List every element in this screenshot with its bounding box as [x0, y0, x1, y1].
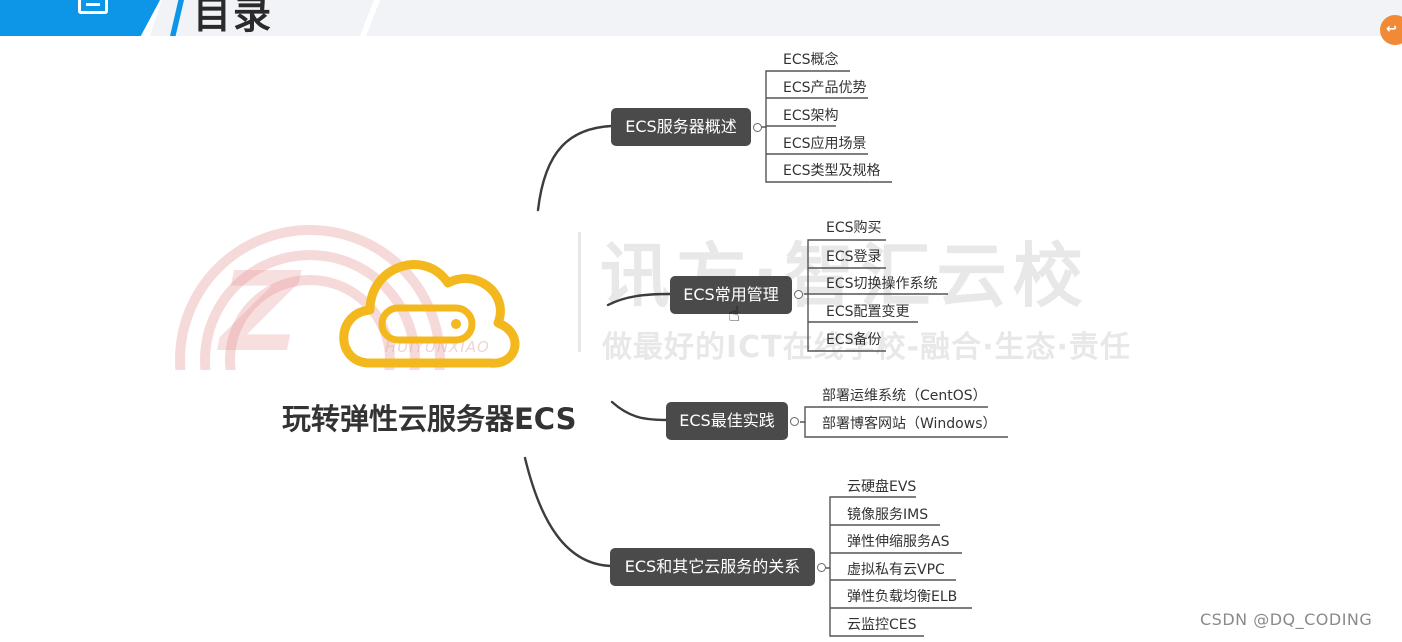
branch-overview[interactable]: ECS服务器概述 — [611, 108, 751, 146]
banner-gray-block — [150, 0, 1402, 36]
leaf-vpc[interactable]: 虚拟私有云VPC — [847, 562, 945, 578]
source-credit: CSDN @DQ_CODING — [1200, 610, 1373, 629]
leaf-ces[interactable]: 云监控CES — [847, 617, 917, 633]
leaf-ecs-scenarios[interactable]: ECS应用场景 — [783, 136, 867, 152]
feedback-icon[interactable]: ↩ — [1380, 15, 1402, 45]
leaf-deploy-ops[interactable]: 部署运维系统（CentOS） — [822, 388, 987, 404]
cloud-logo-icon — [339, 260, 520, 368]
branch-management-collapse-icon[interactable] — [794, 290, 803, 299]
leaf-deploy-blog[interactable]: 部署博客网站（Windows） — [822, 416, 997, 432]
branch-overview-collapse-icon[interactable] — [753, 123, 762, 132]
leaf-evs[interactable]: 云硬盘EVS — [847, 479, 917, 495]
leaf-ecs-architecture[interactable]: ECS架构 — [783, 108, 839, 124]
watermark-divider — [578, 232, 581, 352]
leaf-as[interactable]: 弹性伸缩服务AS — [847, 534, 950, 550]
leaf-ecs-backup[interactable]: ECS备份 — [826, 332, 882, 348]
branch-relations[interactable]: ECS和其它云服务的关系 — [610, 548, 815, 586]
leaf-ecs-switch-os[interactable]: ECS切换操作系统 — [826, 276, 938, 292]
leaf-ecs-login[interactable]: ECS登录 — [826, 249, 882, 265]
leaf-ecs-types[interactable]: ECS类型及规格 — [783, 163, 881, 179]
page-title: 目录 — [193, 0, 274, 37]
leaf-ecs-purchase[interactable]: ECS购买 — [826, 220, 882, 236]
watermark-slogan: 做最好的ICT在线学校-融合·生态·责任 — [602, 330, 1131, 365]
hand-cursor-icon: ☝ — [728, 302, 741, 326]
document-icon — [78, 0, 108, 14]
leaf-ims[interactable]: 镜像服务IMS — [847, 507, 929, 523]
branch-best-practice-collapse-icon[interactable] — [790, 417, 799, 426]
top-banner — [0, 0, 1402, 36]
branch-management[interactable]: ECS常用管理 — [670, 276, 792, 314]
branch-relations-collapse-icon[interactable] — [817, 563, 826, 572]
branch-best-practice[interactable]: ECS最佳实践 — [666, 402, 788, 440]
leaf-ecs-advantages[interactable]: ECS产品优势 — [783, 80, 867, 96]
leaf-ecs-config-change[interactable]: ECS配置变更 — [826, 304, 910, 320]
leaf-elb[interactable]: 弹性负载均衡ELB — [847, 589, 958, 605]
central-topic: 玩转弹性云服务器ECS — [282, 402, 577, 436]
leaf-ecs-concept[interactable]: ECS概念 — [783, 52, 839, 68]
